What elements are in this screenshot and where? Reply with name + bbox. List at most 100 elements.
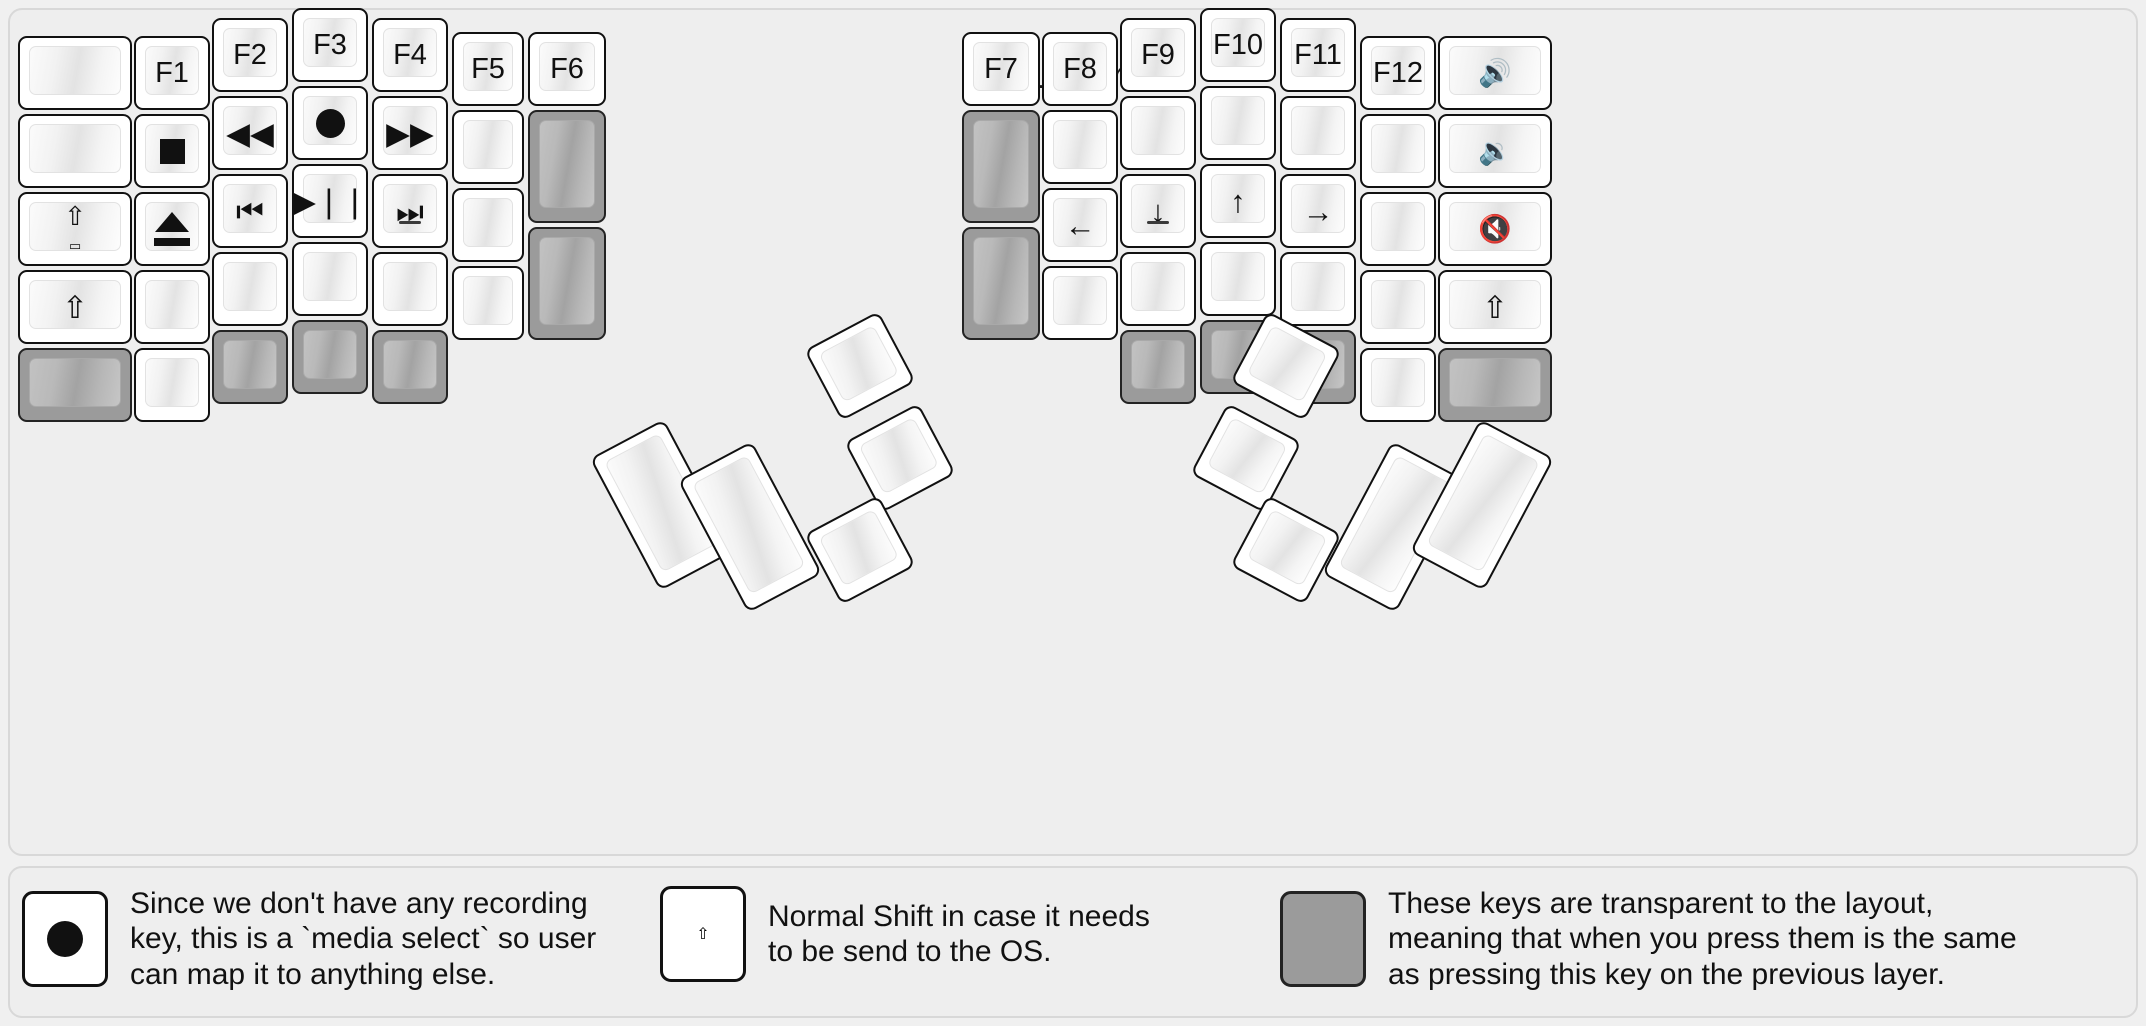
volume-up-icon: 🔊 <box>1478 57 1512 88</box>
right_half-index-key-4[interactable] <box>1120 330 1196 404</box>
keycap-surface <box>1449 202 1541 251</box>
volume-mute-icon: 🔇 <box>1478 213 1512 244</box>
right_half-inner-key-2[interactable]: ← <box>1042 188 1118 262</box>
legend-key-1: ⇧ <box>660 886 746 982</box>
keycap-surface <box>1211 174 1265 223</box>
arrow-right-icon: → <box>1302 193 1334 229</box>
right_half-pinky-key-0[interactable]: F12 <box>1360 36 1436 110</box>
keycap-surface <box>1449 358 1541 407</box>
left_half-index-key-1[interactable]: ▶▶ <box>372 96 448 170</box>
right_half-pinky-outer-key-3[interactable]: ⇧ <box>1438 270 1552 344</box>
left_half-pinky-outer-key-2[interactable]: ⇧▭ <box>18 192 132 266</box>
keycap-surface <box>145 358 199 407</box>
keycap-surface <box>1131 184 1185 233</box>
keycap-surface <box>463 276 513 325</box>
right_half-pinky-outer-key-4[interactable] <box>1438 348 1552 422</box>
keycap-surface <box>1131 340 1185 389</box>
right_half-pinky-outer-key-0[interactable]: 🔊 <box>1438 36 1552 110</box>
left_half-pinky-outer-key-0[interactable] <box>18 36 132 110</box>
right_half-ring-key-1[interactable] <box>1280 96 1356 170</box>
key-label: F1 <box>155 56 189 89</box>
right_half-inner-key-1[interactable] <box>1042 110 1118 184</box>
right_half-ring-key-3[interactable] <box>1280 252 1356 326</box>
keycap-surface <box>1291 106 1345 155</box>
left_half-ring-key-3[interactable] <box>212 252 288 326</box>
keycap-surface <box>1291 184 1345 233</box>
left_half-pinky-key-2[interactable] <box>134 192 210 266</box>
left_half-middle-key-0[interactable]: F3 <box>292 8 368 82</box>
left_half-pinky-key-0[interactable]: F1 <box>134 36 210 110</box>
left_half-middle-key-2[interactable]: ▶❘❘ <box>292 164 368 238</box>
keycap-surface <box>1449 46 1541 95</box>
keycap-surface <box>29 202 121 251</box>
left_half-ring-key-1[interactable]: ◀◀ <box>212 96 288 170</box>
right_half-pinky-key-3[interactable] <box>1360 270 1436 344</box>
left_half-inner-key-1[interactable] <box>452 110 524 184</box>
right_half-middle-key-2[interactable]: ↑ <box>1200 164 1276 238</box>
left_half-pinky-outer-key-4[interactable] <box>18 348 132 422</box>
homing-bar <box>399 221 421 224</box>
right_half-ring-key-2[interactable]: → <box>1280 174 1356 248</box>
left_half-ring-key-0[interactable]: F2 <box>212 18 288 92</box>
left_half-inner-key-3[interactable] <box>452 266 524 340</box>
keycap-surface <box>1053 120 1107 169</box>
right_half-pinky-outer-key-2[interactable]: 🔇 <box>1438 192 1552 266</box>
left_half-index-key-3[interactable] <box>372 252 448 326</box>
left_half-inner-key-2[interactable] <box>452 188 524 262</box>
keycap-surface <box>1053 42 1107 91</box>
right_half-index-key-2[interactable]: ↓ <box>1120 174 1196 248</box>
arrow-down-icon: ↓ <box>1150 193 1166 229</box>
left_half-pinky-key-1[interactable] <box>134 114 210 188</box>
right_half-pinky-outer-key-1[interactable]: 🔉 <box>1438 114 1552 188</box>
keycap-surface <box>383 28 437 77</box>
keycap-surface <box>1246 508 1328 587</box>
left_half-middle-key-3[interactable] <box>292 242 368 316</box>
right_half-middle-key-3[interactable] <box>1200 242 1276 316</box>
keycap-surface <box>223 340 277 389</box>
right_half-middle-key-1[interactable] <box>1200 86 1276 160</box>
keycap-surface <box>1291 262 1345 311</box>
left_half-inner-key-0[interactable]: F5 <box>452 32 524 106</box>
left_half-pinky-outer-key-3[interactable]: ⇧ <box>18 270 132 344</box>
legend-text-1: Normal Shift in case it needs to be send… <box>768 899 1150 968</box>
left_half-pinky-outer-key-1[interactable] <box>18 114 132 188</box>
media-stop-icon <box>159 138 185 164</box>
right_half-index-key-3[interactable] <box>1120 252 1196 326</box>
right_half-inner-most-key-2[interactable] <box>962 227 1040 340</box>
right_half-pinky-key-2[interactable] <box>1360 192 1436 266</box>
keycap-surface <box>1246 324 1328 403</box>
left_half-middle-key-1[interactable] <box>292 86 368 160</box>
right_half-ring-key-0[interactable]: F11 <box>1280 18 1356 92</box>
right_half-middle-key-0[interactable]: F10 <box>1200 8 1276 82</box>
legend-panel <box>8 866 2138 1018</box>
keycap-surface <box>1371 202 1425 251</box>
right_half-pinky-key-4[interactable] <box>1360 348 1436 422</box>
left_half-inner-most-key-2[interactable] <box>528 227 606 340</box>
left_half-middle-key-4[interactable] <box>292 320 368 394</box>
keycap-surface <box>1053 276 1107 325</box>
left_half-index-key-0[interactable]: F4 <box>372 18 448 92</box>
left_half-index-key-2[interactable]: ⏭ <box>372 174 448 248</box>
keycap-surface <box>1449 124 1541 173</box>
key-label: F6 <box>550 52 584 85</box>
left_half-inner-most-key-1[interactable] <box>528 110 606 223</box>
right_half-index-key-1[interactable] <box>1120 96 1196 170</box>
right_half-inner-key-3[interactable] <box>1042 266 1118 340</box>
right_half-inner-most-key-0[interactable]: F7 <box>962 32 1040 106</box>
right_half-index-key-0[interactable]: F9 <box>1120 18 1196 92</box>
right_half-inner-most-key-1[interactable] <box>962 110 1040 223</box>
left_half-ring-key-2[interactable]: ⏮ <box>212 174 288 248</box>
left_half-inner-most-key-0[interactable]: F6 <box>528 32 606 106</box>
arrow-left-icon: ← <box>1064 207 1096 243</box>
left_half-pinky-key-3[interactable] <box>134 270 210 344</box>
keycap-surface <box>223 262 277 311</box>
media-previous-icon: ⏮ <box>236 193 264 229</box>
right_half-pinky-key-1[interactable] <box>1360 114 1436 188</box>
left_half-index-key-4[interactable] <box>372 330 448 404</box>
left_half-pinky-key-4[interactable] <box>134 348 210 422</box>
keycap-surface <box>1291 28 1345 77</box>
keycap-surface <box>303 252 357 301</box>
right_half-inner-key-0[interactable]: F8 <box>1042 32 1118 106</box>
left_half-ring-key-4[interactable] <box>212 330 288 404</box>
keycap-surface <box>858 416 940 495</box>
